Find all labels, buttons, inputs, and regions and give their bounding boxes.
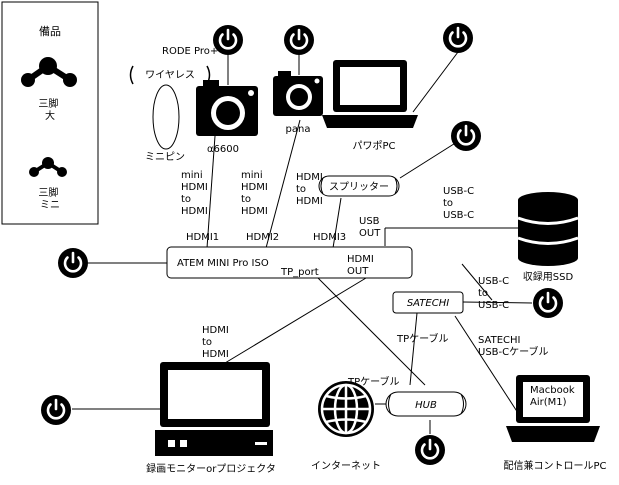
macbook-line1: Macbook xyxy=(530,385,575,396)
hdmi-monitor-label: HDMI to HDMI xyxy=(202,325,232,360)
mini-hdmi-1-line3: to xyxy=(181,194,191,205)
laptop-icon-control-pc xyxy=(506,375,600,442)
hdmi-splitter-label: HDMI to HDMI xyxy=(296,172,326,207)
mic-label: RODE Pro+ xyxy=(162,46,218,57)
camera-icon-pana xyxy=(273,71,323,116)
usb-out-line2: OUT xyxy=(359,228,381,239)
tripod-mini-icon xyxy=(29,157,67,177)
hdmi-splitter-line3: HDMI xyxy=(296,196,323,207)
hdmi-out-label: HDMI OUT xyxy=(347,254,377,277)
mini-hdmi-2-line1: mini xyxy=(241,170,263,181)
hdmi1-label: HDMI1 xyxy=(186,232,219,243)
power-icon-camera-pana xyxy=(282,23,316,57)
hdmi-monitor-line2: to xyxy=(202,337,212,348)
hub-box xyxy=(385,391,467,417)
control-pc-label: 配信兼コントロールPC xyxy=(503,459,606,472)
usb-c-ssd-label: USB-C to USB-C xyxy=(443,186,477,221)
tripod-mini-line2: ミニ xyxy=(40,200,60,211)
usb-out-line1: USB xyxy=(359,216,380,227)
power-icon-atem xyxy=(56,246,90,280)
power-icon-monitor xyxy=(39,393,73,427)
equipment-panel xyxy=(1,1,99,225)
usb-c-satechi-line1: USB-C xyxy=(478,276,509,287)
monitor-icon xyxy=(155,362,273,456)
mini-hdmi-1-line4: HDMI xyxy=(181,206,208,217)
satechi-cable-label: SATECHI USB-Cケーブル xyxy=(478,335,549,358)
tripod-large-icon xyxy=(21,57,77,87)
database-icon-ssd xyxy=(517,192,579,266)
mini-hdmi-2-line3: to xyxy=(241,194,251,205)
hdmi-monitor-line3: HDMI xyxy=(202,349,229,360)
ssd-label: 収録用SSD xyxy=(523,270,574,283)
tripod-large-line1: 三脚 xyxy=(38,97,58,110)
usb-c-ssd-line1: USB-C xyxy=(443,186,474,197)
equipment-title: 備品 xyxy=(39,25,61,38)
satechi-cable-line2: USB-Cケーブル xyxy=(478,345,549,358)
usb-c-ssd-line2: to xyxy=(443,198,453,209)
tripod-large-line2: 大 xyxy=(45,109,55,122)
hdmi3-label: HDMI3 xyxy=(313,232,346,243)
mini-pin-label: ミニピン xyxy=(145,151,185,163)
power-icon-hub xyxy=(413,433,447,467)
laptop-powerpoint-label: パワポPC xyxy=(352,140,395,152)
internet-label: インターネット xyxy=(311,460,381,472)
mic-wireless-label: ワイヤレス xyxy=(145,70,195,81)
mini-hdmi-2-line2: HDMI xyxy=(241,182,268,193)
atem-box xyxy=(166,246,413,279)
mini-hdmi-1-label: mini HDMI to HDMI xyxy=(181,170,211,217)
macbook-line2: Air(M1) xyxy=(530,397,567,408)
hdmi-out-line2: OUT xyxy=(347,266,369,277)
atem-label: ATEM MINI Pro ISO xyxy=(177,258,269,269)
connection-lines xyxy=(72,46,533,434)
usb-c-satechi-line2: to xyxy=(478,288,488,299)
mini-hdmi-2-line4: HDMI xyxy=(241,206,268,217)
power-icon-splitter xyxy=(449,119,483,153)
splitter-label: スプリッター xyxy=(329,181,389,193)
hdmi-splitter-line2: to xyxy=(296,184,306,195)
camera-pana-label: pana xyxy=(286,124,311,135)
usb-c-satechi-label: USB-C to USB-C xyxy=(478,276,512,311)
power-icon-camera-a6600 xyxy=(211,23,245,57)
tp-cable-1-label: TPケーブル xyxy=(396,332,449,345)
mini-hdmi-1-line2: HDMI xyxy=(181,182,208,193)
hdmi2-label: HDMI2 xyxy=(246,232,279,243)
mic-icon xyxy=(152,84,180,150)
usb-c-satechi-line3: USB-C xyxy=(478,300,509,311)
hdmi-out-line1: HDMI xyxy=(347,254,374,265)
tripod-mini-label: 三脚 ミニ xyxy=(38,186,61,211)
wireless-left-bracket xyxy=(129,65,134,85)
mini-hdmi-1-line1: mini xyxy=(181,170,203,181)
tripod-mini-line1: 三脚 xyxy=(38,186,58,199)
globe-icon xyxy=(318,381,374,437)
tp-port-label: TP_port xyxy=(280,267,319,278)
hdmi-splitter-line1: HDMI xyxy=(296,172,323,183)
camera-a6600-label: α6600 xyxy=(207,144,239,155)
power-icon-laptop xyxy=(441,21,475,55)
usb-out-label: USB OUT xyxy=(359,216,383,239)
power-icon-satechi xyxy=(531,286,565,320)
tp-cable-2-label: TPケーブル xyxy=(347,375,400,388)
monitor-label: 録画モニターorプロジェクタ xyxy=(146,462,276,475)
satechi-box xyxy=(392,291,464,314)
hub-label: HUB xyxy=(415,400,437,411)
usb-c-ssd-line3: USB-C xyxy=(443,210,474,221)
tripod-large-label: 三脚 大 xyxy=(38,97,61,122)
macbook-label: Macbook Air(M1) xyxy=(530,385,578,408)
mini-hdmi-2-label: mini HDMI to HDMI xyxy=(241,170,271,217)
splitter-box xyxy=(318,175,400,197)
hdmi-monitor-line1: HDMI xyxy=(202,325,229,336)
laptop-icon-powerpoint xyxy=(322,60,418,128)
satechi-cable-line1: SATECHI xyxy=(478,335,520,346)
camera-icon-a6600 xyxy=(196,80,258,136)
satechi-label: SATECHI xyxy=(407,298,449,309)
